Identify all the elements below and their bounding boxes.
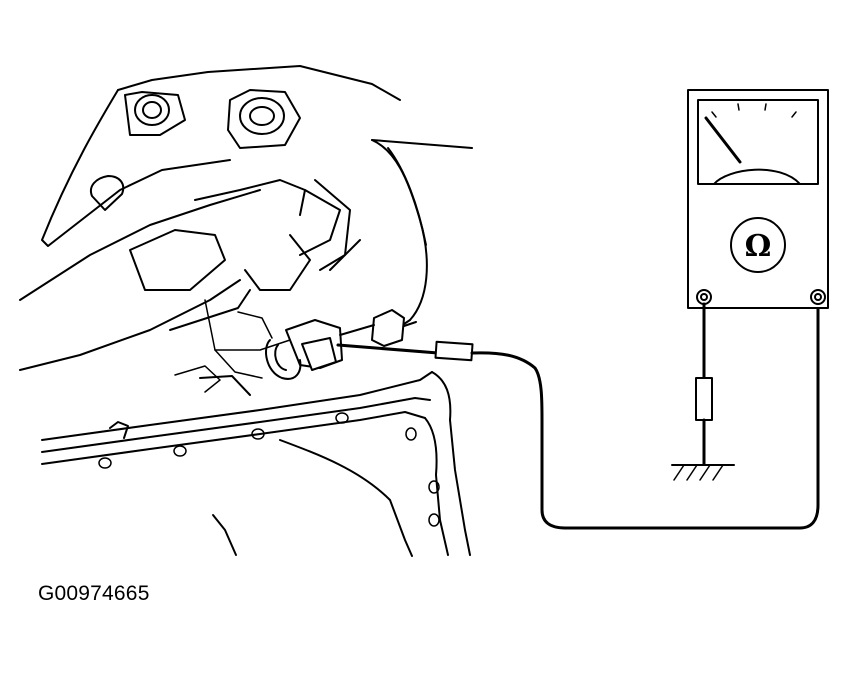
sensor-connector: [265, 309, 417, 380]
ground-lead: [671, 302, 735, 481]
engine-assembly-drawing: [19, 65, 473, 396]
figure-id-label: G00974665: [38, 582, 150, 605]
probe-lead: [336, 298, 820, 530]
meter-needle: [704, 116, 742, 164]
ohm-symbol: Ω: [745, 229, 772, 264]
ohmmeter: Ω: [687, 89, 829, 309]
ground-symbol-icon: [671, 464, 735, 481]
resistor-icon: [695, 377, 713, 421]
oil-pan-drawing: [41, 371, 471, 557]
positive-terminal: [810, 289, 826, 305]
pan-bolts: [98, 412, 440, 527]
meter-face: [697, 99, 819, 185]
ohm-dial: [730, 217, 786, 273]
